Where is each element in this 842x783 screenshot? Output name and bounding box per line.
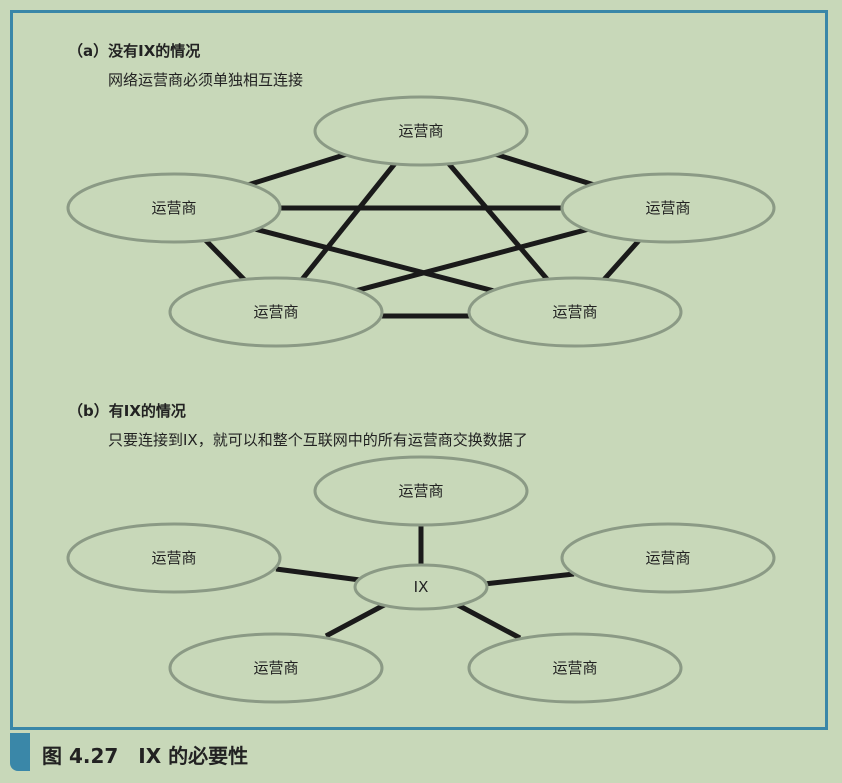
ix-hub: IX — [353, 563, 489, 611]
star-node-bottom-left: 运营商 — [168, 632, 384, 704]
section-a-heading: （a）没有IX的情况 — [68, 42, 201, 60]
link-ix-bottomleft — [324, 601, 388, 639]
node-label: 运营商 — [151, 549, 196, 567]
star-links — [275, 524, 575, 641]
node-label: 运营商 — [398, 122, 443, 140]
star-node-top: 运营商 — [313, 455, 529, 527]
mesh-node-right: 运营商 — [560, 172, 776, 244]
node-label: 运营商 — [151, 199, 196, 217]
mesh-node-bottom-left: 运营商 — [168, 276, 384, 348]
link-ix-right — [483, 571, 575, 587]
node-label: 运营商 — [552, 659, 597, 677]
star-node-right: 运营商 — [560, 522, 776, 594]
node-label: 运营商 — [253, 303, 298, 321]
node-label: 运营商 — [645, 199, 690, 217]
section-b-heading: （b）有IX的情况 — [68, 402, 186, 420]
mesh-node-top: 运营商 — [313, 95, 529, 167]
node-label: 运营商 — [552, 303, 597, 321]
mesh-node-left: 运营商 — [66, 172, 282, 244]
ix-label: IX — [414, 578, 429, 596]
node-label: 运营商 — [253, 659, 298, 677]
node-label: 运营商 — [645, 549, 690, 567]
figure-caption: 图 4.27 IX 的必要性 — [42, 744, 249, 768]
mesh-node-bottom-right: 运营商 — [467, 276, 683, 348]
section-b-subtext: 只要连接到IX，就可以和整个互联网中的所有运营商交换数据了 — [108, 431, 528, 449]
star-node-left: 运营商 — [66, 522, 282, 594]
star-node-bottom-right: 运营商 — [467, 632, 683, 704]
node-label: 运营商 — [398, 482, 443, 500]
link-ix-bottomright — [454, 601, 522, 641]
link-ix-left — [275, 566, 361, 583]
caption-tab — [10, 733, 30, 771]
section-a-subtext: 网络运营商必须单独相互连接 — [108, 71, 304, 89]
